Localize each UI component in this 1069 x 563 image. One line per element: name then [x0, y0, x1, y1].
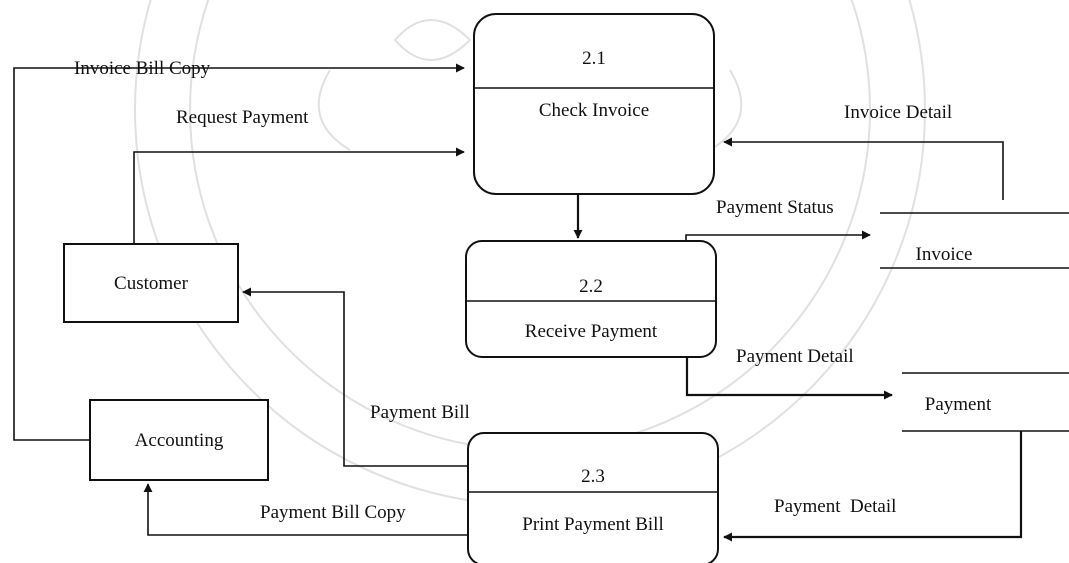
process-2-3[interactable]: 2.3 Print Payment Bill — [467, 432, 719, 563]
flow-payment-status — [685, 230, 871, 241]
process-2-3-name: Print Payment Bill — [522, 514, 663, 535]
store-payment-label: Payment — [925, 394, 992, 415]
process-2-3-number: 2.3 — [581, 466, 605, 487]
flow-invoice-detail — [723, 137, 1004, 200]
entity-customer-label: Customer — [114, 273, 189, 294]
process-2-1[interactable]: 2.1 Check Invoice — [473, 13, 715, 195]
flow-payment-bill-copy-label: Payment Bill Copy — [260, 502, 406, 523]
flow-payment-bill-copy — [143, 483, 468, 536]
flow-request-payment-label: Request Payment — [176, 107, 309, 128]
entity-customer[interactable]: Customer — [63, 243, 239, 323]
process-2-1-name: Check Invoice — [539, 100, 649, 121]
flow-invoice-bill-copy — [13, 63, 465, 441]
store-invoice-label: Invoice — [916, 244, 973, 265]
process-2-1-number: 2.1 — [582, 48, 606, 69]
flow-payment-detail-to-store — [685, 357, 893, 400]
entity-accounting[interactable]: Accounting — [89, 399, 269, 481]
process-2-2-number: 2.2 — [579, 276, 603, 297]
process-2-2[interactable]: 2.2 Receive Payment — [465, 240, 717, 358]
flow-invoice-bill-copy-label: Invoice Bill Copy — [74, 58, 211, 79]
store-invoice[interactable]: Invoice — [880, 212, 1069, 269]
flow-payment-detail-from-store — [723, 431, 1023, 542]
entity-accounting-label: Accounting — [135, 430, 224, 451]
flow-payment-bill-label: Payment Bill — [370, 402, 470, 423]
flow-payment-status-label: Payment Status — [716, 197, 834, 218]
store-payment[interactable]: Payment — [902, 372, 1069, 432]
flow-payment-detail-from-store-label: Payment Detail — [774, 496, 896, 517]
flow-payment-bill — [242, 287, 468, 467]
flow-payment-detail-to-store-label: Payment Detail — [736, 346, 854, 367]
flow-invoice-detail-label: Invoice Detail — [844, 102, 952, 123]
process-2-2-name: Receive Payment — [525, 321, 658, 342]
flow-request-payment — [133, 147, 465, 244]
